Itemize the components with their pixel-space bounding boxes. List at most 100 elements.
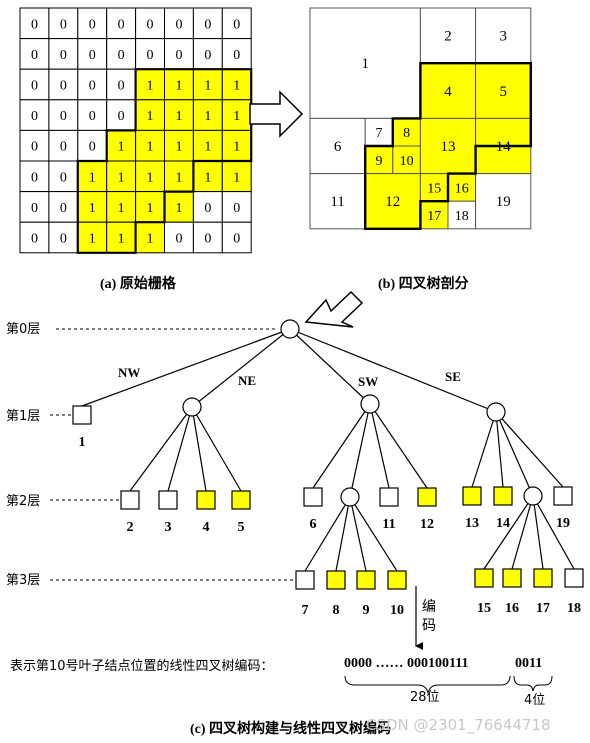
raster-cell-value: 1 — [175, 140, 182, 155]
code-part2: 0011 — [515, 656, 542, 671]
raster-cell-value: 1 — [118, 201, 125, 216]
tree-internal-node — [182, 397, 202, 417]
tree-leaf-node — [326, 570, 346, 590]
encode-label: 编 码 — [422, 599, 440, 634]
raster-cell — [19, 68, 50, 101]
raster-cell — [164, 160, 194, 193]
bits-4: 4位 — [524, 693, 545, 708]
quadtree-block — [447, 200, 477, 230]
quadtree-region-outline — [364, 62, 532, 230]
arrow-right-icon — [249, 90, 304, 138]
tree-leaf-node — [295, 570, 315, 590]
quadtree-block-label: 7 — [376, 126, 383, 141]
raster-cell-value: 0 — [233, 17, 240, 32]
tree-leaf-label: 6 — [310, 517, 317, 532]
raster-cell-value: 0 — [118, 79, 125, 94]
arrow-down-left-icon — [304, 290, 364, 328]
level-label: 第3层 — [6, 573, 40, 588]
raster-cell-value: 0 — [175, 232, 182, 247]
raster-cell-value: 0 — [31, 17, 38, 32]
raster-cell — [135, 99, 166, 131]
quadtree-block — [309, 7, 421, 119]
quadtree-block-label: 10 — [400, 154, 414, 169]
raster-region-outline — [76, 68, 253, 254]
quadtree-block — [392, 145, 421, 175]
tree-leaf-label: 15 — [477, 601, 491, 616]
direction-label: NE — [238, 373, 256, 388]
raster-cell-value: 1 — [147, 109, 154, 124]
quadtree-block-label: 17 — [427, 209, 441, 224]
raster-cell-value: 0 — [89, 17, 96, 32]
tree-edge — [495, 411, 504, 488]
raster-cell-value: 0 — [233, 201, 240, 216]
tree-leaf-label: 16 — [505, 601, 519, 616]
raster-cell-value: 0 — [60, 201, 67, 216]
raster-cell-value: 0 — [31, 232, 38, 247]
raster-cell-value: 0 — [60, 109, 67, 124]
raster-cell-value: 1 — [204, 109, 211, 124]
quadtree-block — [475, 7, 532, 64]
tree-leaf-node — [72, 405, 92, 425]
quadtree-block-label: 16 — [455, 181, 469, 196]
tree-leaf-label: 5 — [238, 520, 245, 535]
tree-leaf-node — [196, 490, 216, 510]
raster-cell-value: 1 — [233, 140, 240, 155]
raster-cell — [135, 191, 166, 223]
raster-cell-value: 1 — [233, 109, 240, 124]
tree-internal-node — [340, 487, 360, 507]
raster-cell-value: 0 — [60, 140, 67, 155]
tree-leaf-node — [474, 568, 494, 588]
quadtree-block — [419, 7, 477, 64]
raster-cell — [221, 160, 252, 193]
quadtree-block-label: 18 — [455, 209, 469, 224]
raster-cell-value: 0 — [31, 109, 38, 124]
raster-cell — [164, 7, 194, 40]
quadtree-block — [475, 173, 532, 230]
raster-cell-value: 0 — [204, 48, 211, 63]
quadtree-block-label: 3 — [499, 29, 507, 45]
raster-cell-value: 1 — [147, 79, 154, 94]
tree-leaf-node — [493, 486, 513, 506]
tree-leaf-node — [120, 490, 140, 510]
tree-edge — [289, 328, 371, 405]
tree-edge — [289, 328, 497, 413]
raster-cell-value: 0 — [118, 48, 125, 63]
tree-internal-node — [360, 394, 380, 414]
raster-cell-value: 0 — [60, 48, 67, 63]
raster-cell — [77, 191, 108, 223]
raster-cell-value: 0 — [147, 17, 154, 32]
raster-cell-value: 0 — [89, 109, 96, 124]
raster-cell-value: 0 — [89, 79, 96, 94]
raster-cell-value: 0 — [204, 201, 211, 216]
tree-leaf-node — [462, 486, 482, 506]
raster-cell-value: 0 — [31, 48, 38, 63]
tree-caption: (c) 四叉树构建与线性四叉树编码 — [190, 720, 391, 737]
tree-leaf-label: 3 — [165, 520, 172, 535]
level-label: 第0层 — [6, 322, 40, 337]
quadtree-block-label: 8 — [403, 126, 410, 141]
tree-leaf-node — [564, 568, 584, 588]
raster-cell-value: 0 — [60, 79, 67, 94]
raster-cell — [192, 191, 223, 223]
raster-cell-value: 0 — [31, 170, 38, 185]
level-label: 第2层 — [6, 494, 40, 509]
raster-cell-value: 1 — [118, 232, 125, 247]
tree-leaf-label: 10 — [390, 603, 404, 618]
tree-edge — [471, 411, 497, 488]
raster-cell — [48, 191, 79, 223]
raster-cell-value: 1 — [175, 170, 182, 185]
raster-cell — [135, 129, 166, 162]
tree-leaf-label: 8 — [333, 603, 340, 618]
tree-leaf-label: 14 — [496, 516, 510, 531]
tree-edge — [511, 495, 534, 570]
quadtree-block — [364, 117, 394, 147]
raster-cell-value: 1 — [147, 140, 154, 155]
raster-cell-value: 0 — [60, 232, 67, 247]
raster-cell-value: 0 — [233, 48, 240, 63]
direction-label: SE — [445, 369, 461, 384]
raster-cell — [192, 68, 223, 101]
raster-cell — [106, 129, 137, 162]
tree-leaf-label: 18 — [567, 601, 581, 616]
